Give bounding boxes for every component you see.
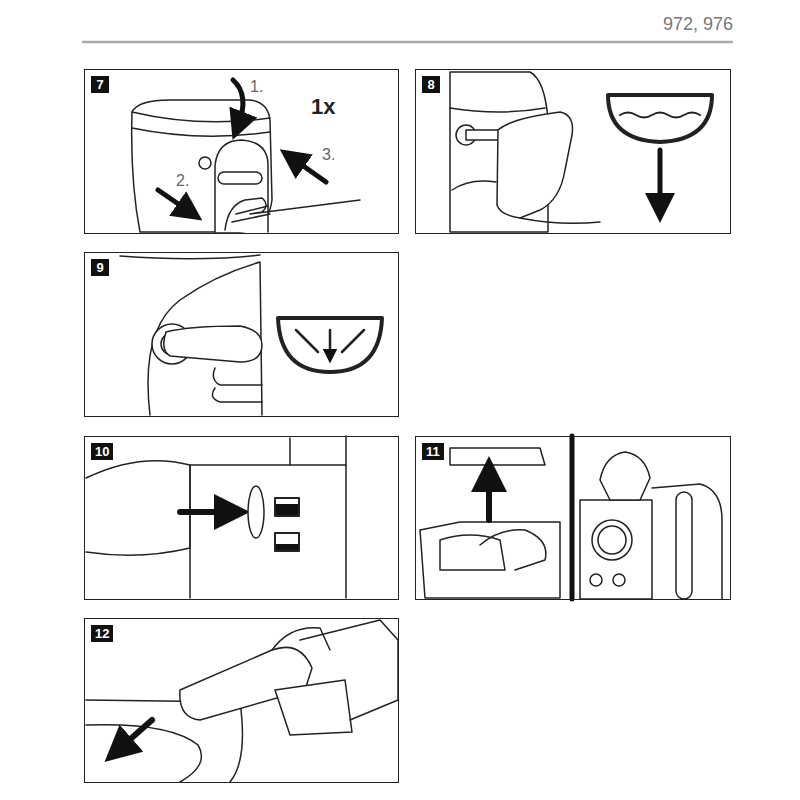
step-panel: 12 (84, 618, 399, 783)
step-number: 9 (91, 259, 109, 276)
step-panel: 7 (84, 69, 399, 234)
callout-number: 1x (311, 94, 335, 120)
step-panel: 8 (415, 69, 731, 234)
step-panel: 9 (84, 252, 399, 417)
callout-number: 3. (322, 146, 335, 164)
step-panel: 10 (84, 436, 399, 600)
step-number: 11 (422, 443, 444, 460)
step-number: 8 (422, 76, 440, 93)
step-number: 7 (91, 76, 109, 93)
step-number: 10 (91, 443, 113, 460)
callout-number: 2. (176, 172, 189, 190)
callout-number: 1. (250, 78, 263, 96)
model-number: 972, 976 (663, 14, 733, 35)
step-panel: 11 (415, 436, 731, 600)
step-number: 12 (91, 625, 113, 642)
